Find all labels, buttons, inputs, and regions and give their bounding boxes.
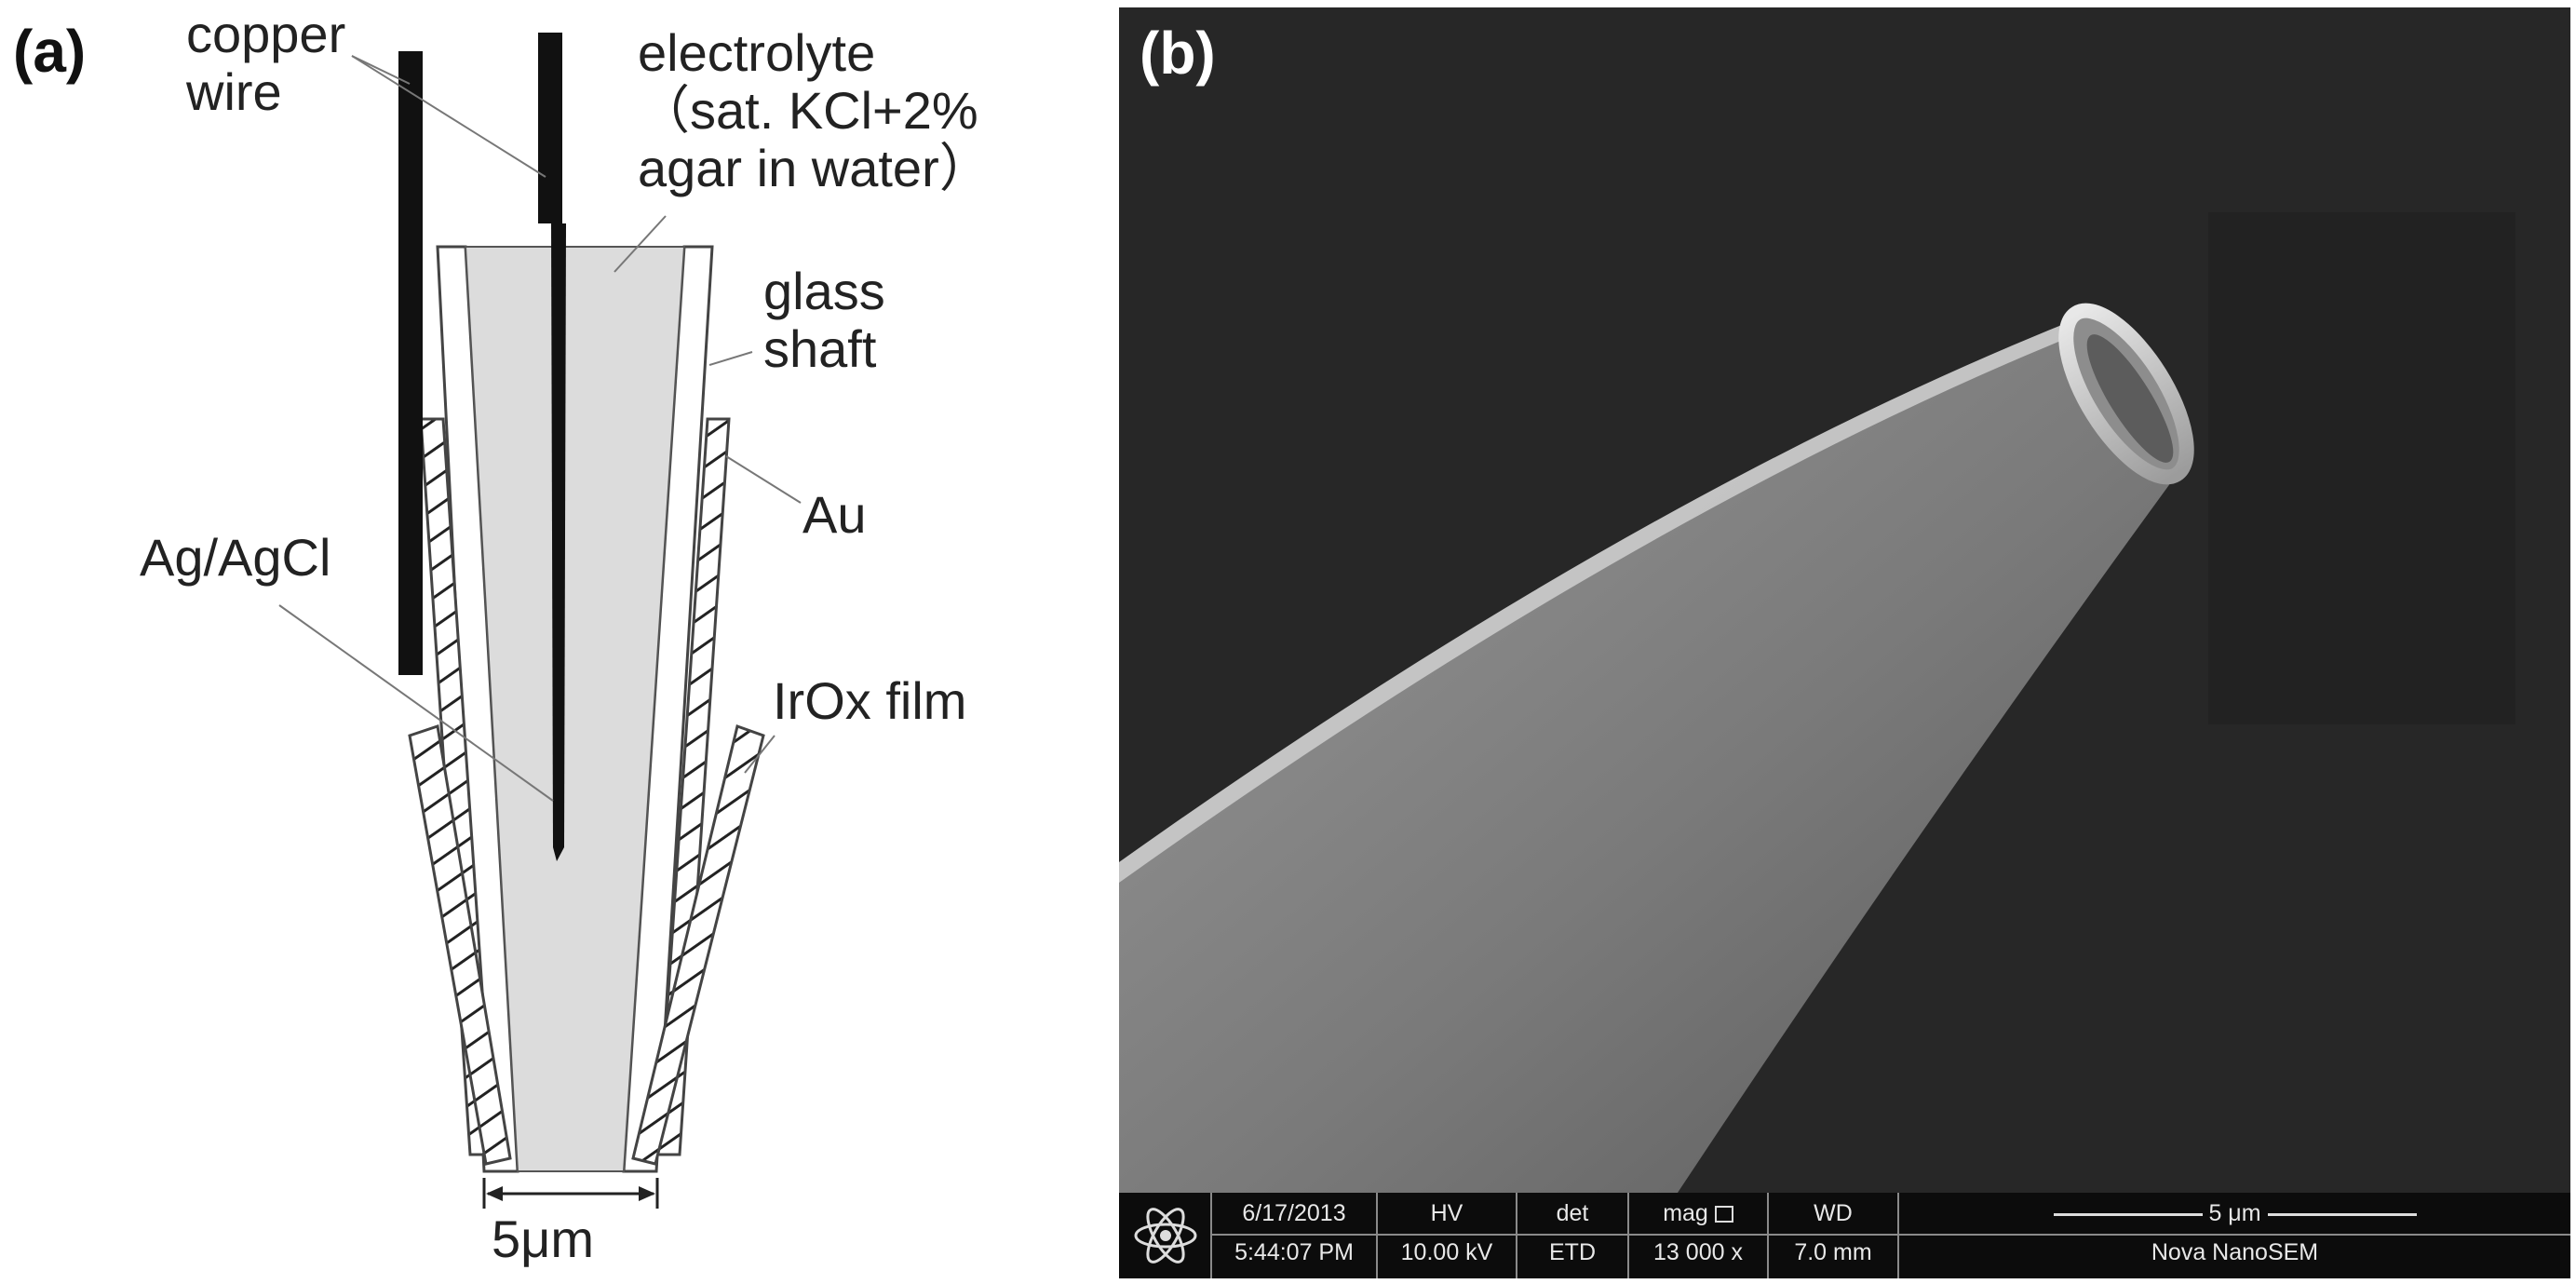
- hv-cell: HV 10.00 kV: [1378, 1193, 1517, 1278]
- scale-arrow-left: [486, 1186, 503, 1201]
- scan-artifact: [2208, 212, 2515, 724]
- hv-value: 10.00 kV: [1400, 1239, 1493, 1265]
- det-label: det: [1556, 1200, 1589, 1226]
- mag-square-icon: [1714, 1206, 1733, 1223]
- mag-cell: mag 13 000 x: [1629, 1193, 1769, 1278]
- wd-cell: WD 7.0 mm: [1769, 1193, 1899, 1278]
- scale-arrow-right: [639, 1186, 655, 1201]
- instrument-name: Nova NanoSEM: [2151, 1239, 2319, 1265]
- callout-copper-wire: copper wire: [186, 5, 346, 121]
- scale-bar-left: [2053, 1212, 2203, 1216]
- pipette-tip-lumen: [2086, 334, 2174, 463]
- leader-copper-1: [351, 55, 411, 85]
- det-cell: det ETD: [1517, 1193, 1629, 1278]
- mag-value: 13 000 x: [1653, 1239, 1743, 1265]
- panel-a-label: (a): [13, 18, 87, 85]
- copper-wire-outer: [398, 51, 423, 675]
- callout-au: Au: [802, 485, 867, 544]
- leader-au: [725, 455, 802, 504]
- sem-date: 6/17/2013: [1242, 1200, 1346, 1226]
- sem-micrograph-panel: (b) 6/17/2013 5:44:07 PM HV 10.00 kV det…: [1119, 7, 2570, 1278]
- datetime-cell: 6/17/2013 5:44:07 PM: [1212, 1193, 1378, 1278]
- wd-value: 7.0 mm: [1794, 1239, 1872, 1265]
- det-value: ETD: [1549, 1239, 1596, 1265]
- irox-film-right: [631, 724, 765, 1166]
- ag-agcl-wire: [551, 223, 566, 861]
- scale-cell: 5 μm Nova NanoSEM: [1899, 1193, 2570, 1278]
- scale-bar-right: [2267, 1212, 2417, 1216]
- wd-label: WD: [1814, 1200, 1853, 1226]
- electrode-schematic: [278, 33, 802, 1209]
- leader-electrolyte: [614, 215, 667, 273]
- fei-logo-cell: [1119, 1193, 1212, 1278]
- leader-copper-2: [351, 55, 546, 178]
- electrolyte-fill: [464, 246, 686, 1172]
- callout-ag-agcl: Ag/AgCl: [140, 528, 331, 587]
- leader-irox: [744, 735, 775, 774]
- callout-glass-shaft: glass shaft: [763, 262, 885, 378]
- pipette-body: [1119, 315, 2171, 1193]
- leader-agagcl: [278, 604, 554, 802]
- callout-irox-film: IrOx film: [773, 671, 967, 730]
- copper-wire-inner: [538, 33, 562, 223]
- fei-logo-icon: [1134, 1208, 1197, 1264]
- au-layer-right: [655, 417, 731, 1156]
- irox-film-left: [408, 724, 512, 1166]
- leader-glass: [708, 351, 753, 366]
- sem-info-bar: 6/17/2013 5:44:07 PM HV 10.00 kV det ETD…: [1119, 1193, 2570, 1278]
- mag-label: mag: [1663, 1200, 1708, 1226]
- scale-bar-label: 5 μm: [2208, 1200, 2261, 1226]
- sem-time: 5:44:07 PM: [1234, 1239, 1354, 1265]
- sem-micrograph-image: [1119, 7, 2570, 1193]
- panel-b-label: (b): [1140, 20, 1216, 87]
- callout-electrolyte: electrolyte （sat. KCl+2% agar in water）: [638, 23, 991, 197]
- hv-label: HV: [1430, 1200, 1463, 1226]
- scale-label-a: 5μm: [492, 1210, 595, 1268]
